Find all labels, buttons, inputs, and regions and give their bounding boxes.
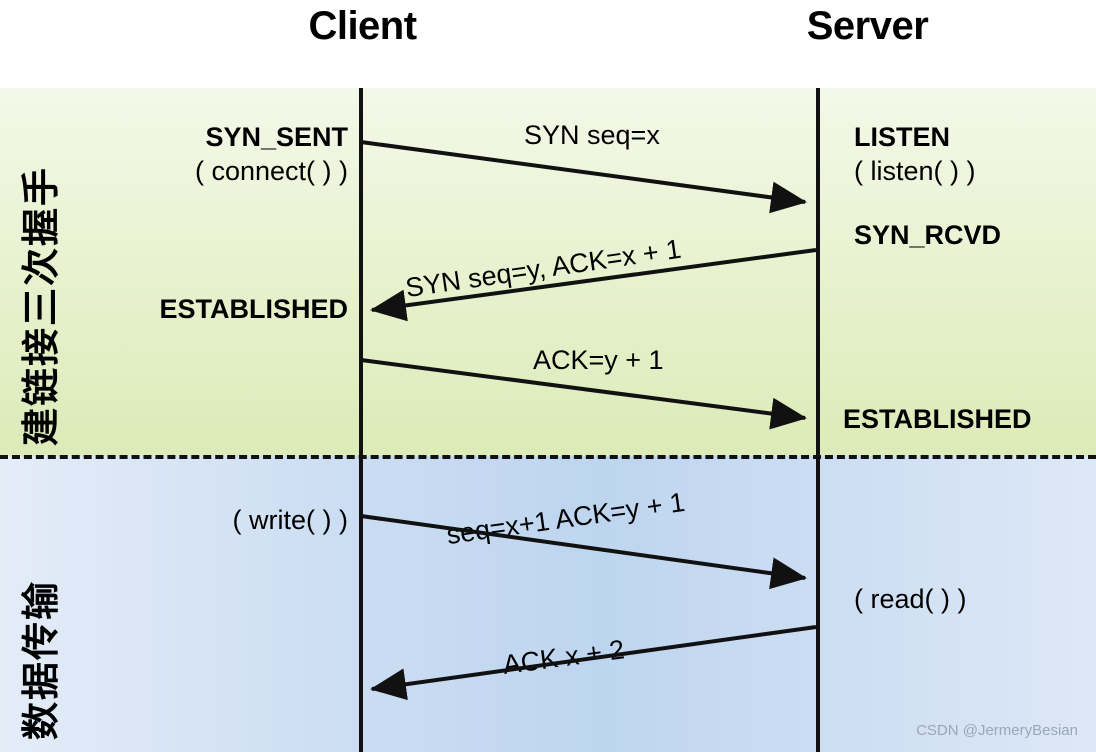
message-label-syn: SYN seq=x: [524, 120, 660, 150]
server-call-read: ( read( ) ): [854, 584, 967, 614]
handshake-section-label: 建链接三次握手: [21, 165, 63, 446]
client-lifeline: [359, 88, 363, 752]
client-state-syn-sent: SYN_SENT: [205, 122, 348, 152]
data-transfer-section-background: [0, 456, 1096, 752]
client-call-write: ( write( ) ): [232, 505, 348, 535]
client-call-connect: ( connect( ) ): [194, 156, 348, 186]
message-label-ack: ACK=y + 1: [533, 345, 664, 375]
server-state-established: ESTABLISHED: [843, 404, 1032, 434]
server-call-listen: ( listen( ) ): [854, 156, 976, 186]
server-state-syn-rcvd: SYN_RCVD: [854, 220, 1002, 250]
column-header-server: Server: [806, 4, 929, 48]
server-state-listen: LISTEN: [854, 122, 951, 152]
data-transfer-section-label: 数据传输: [21, 579, 63, 740]
column-header-client: Client: [308, 4, 417, 48]
section-divider-dashed-line: [0, 455, 1096, 459]
watermark: CSDN @JermeryBesian: [916, 722, 1078, 739]
server-lifeline: [816, 88, 820, 752]
client-state-established: ESTABLISHED: [159, 294, 348, 324]
